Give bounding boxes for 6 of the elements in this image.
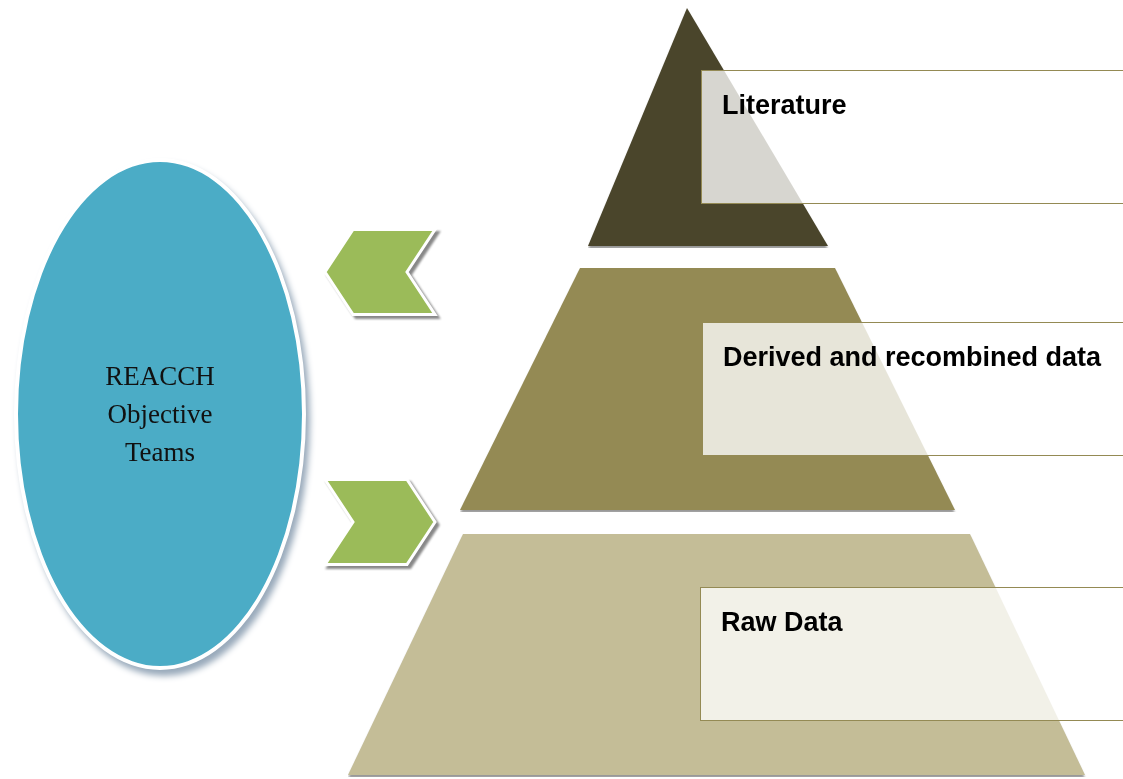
pyramid-tier bbox=[588, 8, 1123, 248]
tier-label: Raw Data bbox=[700, 587, 1123, 721]
tier-label: Derived and recombined data bbox=[702, 322, 1123, 456]
tier-label: Literature bbox=[701, 70, 1123, 204]
pyramid-tier bbox=[460, 268, 1123, 512]
pyramid-tier bbox=[348, 534, 1123, 777]
